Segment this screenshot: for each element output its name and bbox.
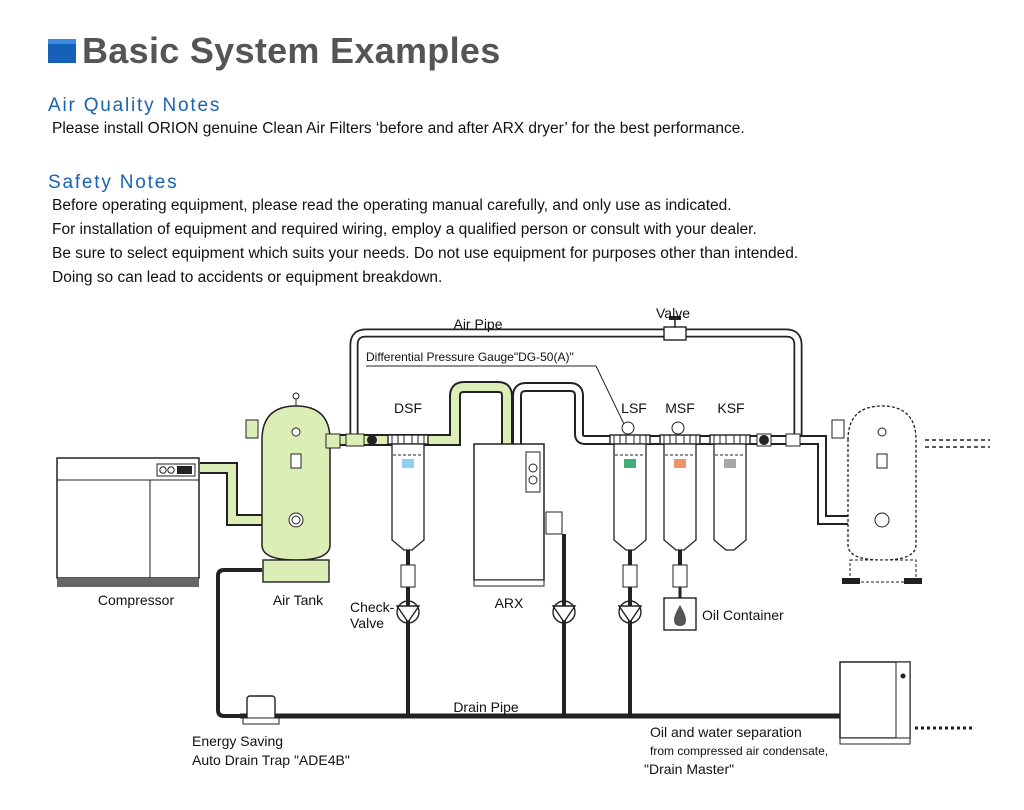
main-green-pipe	[200, 381, 513, 526]
arx-to-filters-pipe	[512, 382, 990, 525]
air-quality-heading: Air Quality Notes	[48, 95, 222, 116]
air-tank	[245, 392, 341, 583]
oil-container	[663, 587, 697, 631]
ade-label-2: Auto Drain Trap "ADE4B"	[192, 752, 350, 768]
valve-label: Valve	[656, 305, 690, 321]
title-block: Basic System Examples	[48, 30, 501, 72]
msf-label: MSF	[665, 400, 695, 416]
arx-label: ARX	[495, 595, 524, 611]
check-valve-label-1: Check-	[350, 599, 395, 615]
safety-line-3: Be sure to select equipment which suits …	[52, 245, 799, 262]
lsf-filter	[609, 421, 651, 600]
drain-pipe-lines	[216, 534, 975, 730]
dsf-filter	[387, 434, 429, 600]
auto-drain-trap	[242, 695, 280, 725]
check-valve-label-2: Valve	[350, 615, 384, 631]
dp-gauge-leader	[595, 365, 625, 425]
inline-valve-icon	[345, 433, 801, 447]
drain-master-label-2: from compressed air condensate,	[650, 744, 828, 758]
safety-line-2: For installation of equipment and requir…	[52, 221, 757, 238]
top-air-pipe	[349, 328, 803, 436]
dsf-label: DSF	[394, 400, 422, 416]
air-quality-text: Please install ORION genuine Clean Air F…	[52, 120, 745, 137]
msf-filter	[659, 421, 701, 588]
compressor-unit	[56, 457, 200, 587]
lsf-label: LSF	[621, 400, 647, 416]
safety-line-1: Before operating equipment, please read …	[52, 197, 732, 214]
arx-dryer	[473, 443, 563, 587]
ade-label-1: Energy Saving	[192, 733, 283, 749]
ksf-label: KSF	[717, 400, 744, 416]
dp-gauge-label: Differential Pressure Gauge"DG-50(A)"	[366, 350, 574, 364]
air-pipe-label: Air Pipe	[453, 316, 502, 332]
drain-master-label-3: "Drain Master"	[644, 761, 734, 777]
safety-heading: Safety Notes	[48, 172, 179, 193]
title-square-icon	[48, 39, 76, 63]
secondary-tank-dashed	[831, 405, 922, 584]
ksf-filter	[709, 434, 751, 551]
page-title: Basic System Examples	[82, 30, 501, 71]
drain-master-unit	[839, 661, 911, 745]
check-valve-icon	[395, 600, 643, 624]
safety-line-4: Doing so can lead to accidents or equipm…	[52, 269, 443, 286]
compressor-label: Compressor	[98, 592, 175, 608]
drain-master-label-1: Oil and water separation	[650, 724, 802, 740]
drain-pipe-label: Drain Pipe	[453, 699, 519, 715]
oil-container-label: Oil Container	[702, 607, 784, 623]
top-valve-icon	[663, 316, 687, 341]
air-tank-label: Air Tank	[273, 592, 324, 608]
